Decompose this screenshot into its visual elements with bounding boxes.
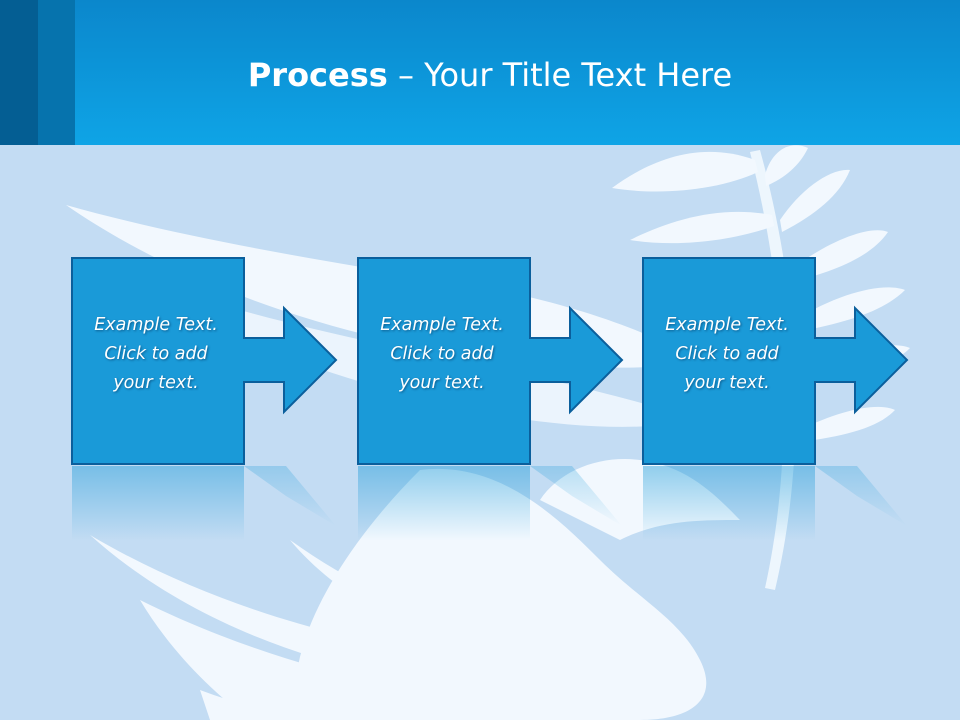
step-3-text: Example Text. Click to add your text.	[665, 315, 789, 393]
header-stripe-dark	[0, 0, 38, 145]
process-step-1[interactable]: Example Text. Click to add your text.	[70, 256, 370, 546]
process-step-2[interactable]: Example Text. Click to add your text.	[356, 256, 656, 546]
header-stripe-medium	[38, 0, 75, 145]
step-1-text: Example Text. Click to add your text.	[94, 315, 218, 393]
slide-title-rest: – Your Title Text Here	[387, 56, 733, 94]
step-3-arrow-shape	[642, 257, 909, 541]
slide-title-bold: Process	[247, 56, 388, 94]
step-2-arrow-shape	[357, 257, 624, 541]
step-2-text: Example Text. Click to add your text.	[380, 315, 504, 393]
slide-header: Process – Your Title Text Here	[0, 0, 960, 145]
step-1-arrow-shape	[71, 257, 338, 541]
slide-title[interactable]: Process – Your Title Text Here	[0, 52, 960, 98]
process-step-3[interactable]: Example Text. Click to add your text.	[641, 256, 941, 546]
